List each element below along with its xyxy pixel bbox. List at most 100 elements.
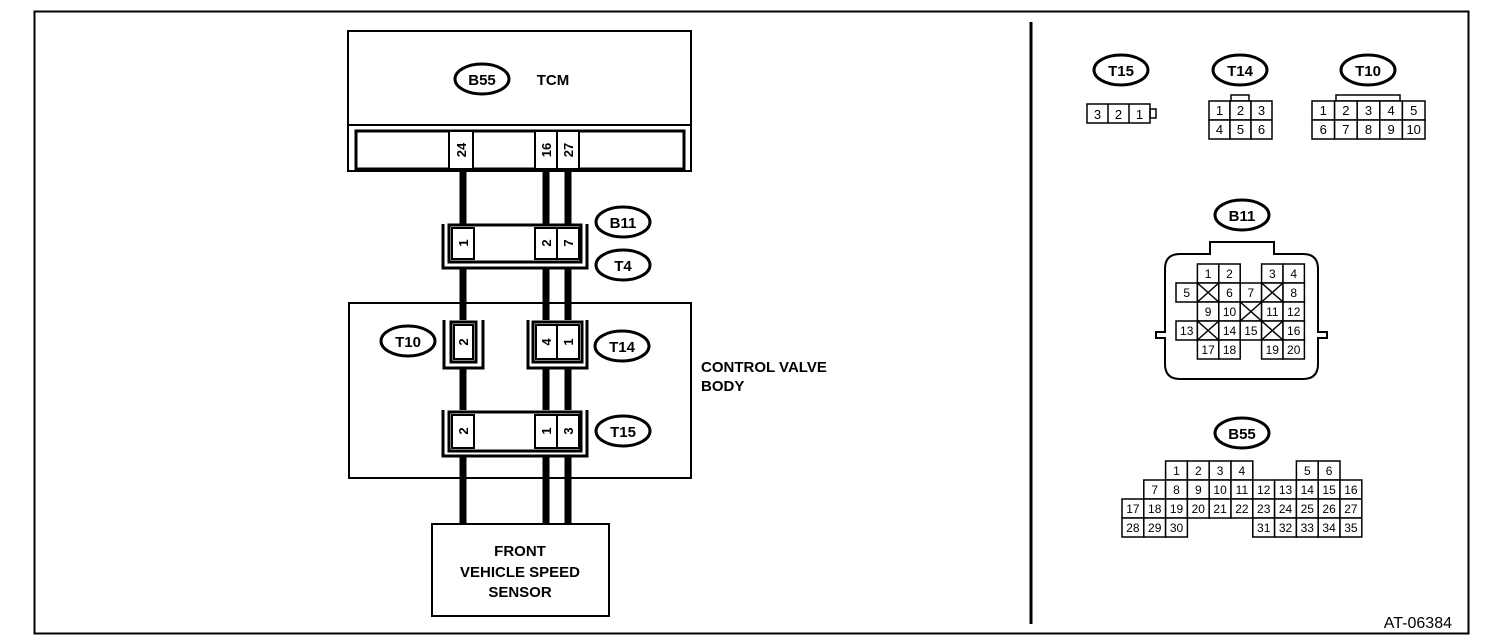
- connector-view-b55-pin: 27: [1344, 502, 1358, 516]
- connector-view-b11-pin-cell: [1282, 339, 1306, 360]
- connector-t14: 4 1 T14: [526, 320, 651, 370]
- connector-badge-b11: [594, 205, 652, 239]
- connector-view-t14-pin: 4: [1216, 122, 1223, 137]
- connector-badge-t15-label: T15: [610, 424, 636, 441]
- connector-view-t10-pin-cell: [1401, 119, 1426, 140]
- connector-view-b55-pin: 9: [1195, 483, 1202, 497]
- blank-pin-mark: [1196, 320, 1220, 341]
- connector-view-t10-pin: 7: [1342, 122, 1349, 137]
- connector-view-t10-pin: 5: [1410, 103, 1417, 118]
- control-valve-body-label-line1: CONTROL VALVE: [701, 359, 827, 376]
- connector-view-t10-pin: 2: [1342, 103, 1349, 118]
- t14-pin-1: 1: [561, 338, 576, 345]
- schematic: B55 TCM 24 16 27 1 2 7: [347, 30, 827, 617]
- connector-view-b55-pin: 2: [1195, 464, 1202, 478]
- connector-view-b55-pin: 26: [1322, 502, 1336, 516]
- connector-view-t14-pin: 2: [1237, 103, 1244, 118]
- connector-view-b11-pin: 8: [1290, 286, 1297, 300]
- blank-pin-mark: [1196, 282, 1220, 303]
- connector-view-t10-pin: 6: [1320, 122, 1327, 137]
- connector-view-t10-pin: 10: [1406, 122, 1420, 137]
- connector-view-b55-pin: 24: [1279, 502, 1293, 516]
- t10-pin-2: 2: [456, 338, 471, 345]
- sensor-label-line3: SENSOR: [488, 584, 552, 601]
- connector-view-b55-pin: 12: [1257, 483, 1271, 497]
- connector-view-t15: T15 3 2 1: [1086, 53, 1157, 124]
- connector-view-b11-pin: 1: [1205, 267, 1212, 281]
- connector-view-b11-pin: 9: [1205, 305, 1212, 319]
- connector-view-b55-pin: 16: [1344, 483, 1358, 497]
- connector-view-t14-pin-cell: [1250, 119, 1273, 140]
- connector-badge-t14: [593, 329, 651, 363]
- connector-view-t10-pin: 8: [1365, 122, 1372, 137]
- connector-view-b11-pin: 17: [1201, 343, 1215, 357]
- connector-t10: 2 T10: [379, 320, 485, 370]
- connector-view-b11-pin: 5: [1183, 286, 1190, 300]
- connector-view-b55-pin: 4: [1239, 464, 1246, 478]
- connector-view-t10-pin: 3: [1365, 103, 1372, 118]
- tcm-pin-16: 16: [539, 143, 554, 157]
- blank-pin-mark: [1261, 282, 1284, 303]
- b11-t4-pin-2: 2: [539, 239, 554, 246]
- connector-view-t10-pin: 1: [1320, 103, 1327, 118]
- t15-pin-2: 2: [456, 427, 471, 434]
- connector-view-b11-pin: 11: [1266, 305, 1279, 319]
- t14-pin-4: 4: [539, 338, 554, 346]
- connector-view-b55-pin: 28: [1126, 521, 1140, 535]
- connector-badge-t14-label: T14: [609, 339, 636, 356]
- connector-view-t14-pin: 5: [1237, 122, 1244, 137]
- connector-view-b11-pin: 16: [1287, 324, 1301, 338]
- tcm-box: B55 TCM 24 16 27: [347, 30, 692, 172]
- connector-view-b55-pin: 21: [1213, 502, 1227, 516]
- connector-view-b11-pin: 7: [1248, 286, 1255, 300]
- connector-view-t15-pin: 2: [1115, 107, 1122, 122]
- connector-view-b55-pin: 32: [1279, 521, 1293, 535]
- connector-view-b11-pin: 19: [1266, 343, 1280, 357]
- connector-view-b55-pin: 17: [1126, 502, 1140, 516]
- connector-view-b55-pin: 8: [1173, 483, 1180, 497]
- tcm-pin-27: 27: [561, 143, 576, 157]
- connector-view-b55-label: B55: [1228, 426, 1256, 443]
- connector-view-b11-pin: 18: [1223, 343, 1237, 357]
- connector-view-t14-label: T14: [1227, 63, 1254, 80]
- outer-frame: [33, 10, 1470, 635]
- connector-view-b55-pin: 31: [1257, 521, 1271, 535]
- connector-view-t15-label: T15: [1108, 63, 1134, 80]
- connector-view-b55-pin: 23: [1257, 502, 1271, 516]
- connector-view-b55-pin: 6: [1326, 464, 1333, 478]
- connector-view-b55-pin: 18: [1148, 502, 1162, 516]
- b11-t4-pin-1: 1: [456, 239, 471, 246]
- connector-badge-t10: [379, 324, 437, 358]
- connector-view-t10-pin: 4: [1387, 103, 1394, 118]
- connector-view-t14-pin: 1: [1216, 103, 1223, 118]
- connector-badge-b55: [453, 62, 511, 96]
- connector-view-t15-pin: 1: [1136, 107, 1143, 122]
- connector-view-b11-pin: 10: [1223, 305, 1237, 319]
- connector-view-b55-pin: 19: [1170, 502, 1184, 516]
- connector-view-b55-pin: 20: [1192, 502, 1206, 516]
- connector-view-t14-pin: 3: [1258, 103, 1265, 118]
- connector-view-b55-pin: 14: [1301, 483, 1315, 497]
- connector-badge-t15: [594, 414, 652, 448]
- connector-t15: 2 1 3 T15: [441, 410, 652, 458]
- connector-view-b55-pin: 7: [1151, 483, 1158, 497]
- connector-view-b55-pin: 5: [1304, 464, 1311, 478]
- connector-view-b55-pin: 13: [1279, 483, 1293, 497]
- connector-view-b55-pin: 10: [1213, 483, 1227, 497]
- connector-view-b55-pin: 35: [1344, 521, 1358, 535]
- connector-view-b11-pin: 14: [1223, 324, 1237, 338]
- connector-badge-b55-label: B55: [468, 72, 496, 89]
- control-valve-body: CONTROL VALVE BODY: [348, 302, 827, 479]
- connector-view-t14-pin: 6: [1258, 122, 1265, 137]
- connector-view-b55-pin: 25: [1301, 502, 1315, 516]
- connector-view-t10-pin: 9: [1387, 122, 1394, 137]
- front-vehicle-speed-sensor: FRONT VEHICLE SPEED SENSOR: [431, 523, 610, 617]
